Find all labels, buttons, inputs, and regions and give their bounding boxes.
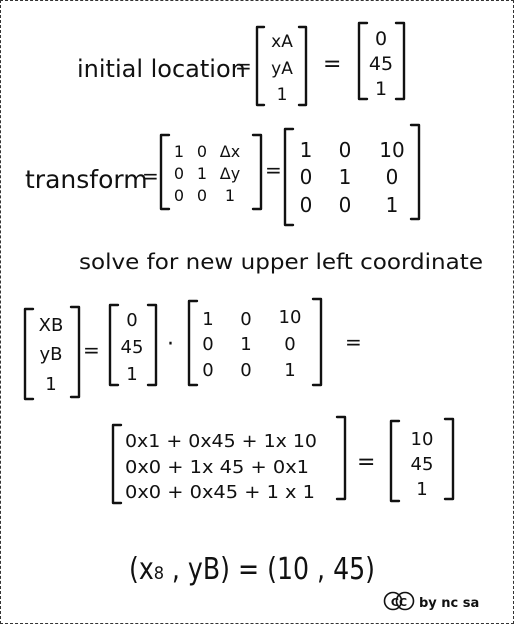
instruction-text: solve for new upper left coordinate — [79, 250, 483, 274]
matrix-entry: 1 — [197, 164, 207, 183]
vector-entry: XB — [39, 315, 64, 336]
result-entry: 1 — [416, 479, 427, 500]
matrix-entry: 1 — [240, 334, 251, 355]
right-bracket — [443, 417, 455, 501]
vector-entry: 1 — [277, 85, 288, 105]
matrix-entry: 1 — [339, 165, 352, 189]
cc-circle-icon — [395, 591, 415, 611]
equals-sign: = — [83, 338, 100, 362]
matrix-entry: 1 — [202, 309, 213, 330]
right-bracket — [251, 133, 263, 211]
right-bracket — [311, 297, 323, 387]
expansion-row: 0x1 + 0x45 + 1x 10 — [125, 431, 317, 452]
vector-entry: 0 — [126, 310, 137, 331]
initial-location-label: initial location — [77, 55, 246, 83]
equals-sign: = — [345, 330, 362, 354]
matrix-entry: 0 — [386, 165, 399, 189]
vector-entry: yA — [271, 59, 293, 79]
matrix-entry: 0 — [202, 334, 213, 355]
matrix-entry: 10 — [279, 307, 302, 328]
matrix-entry: 0 — [202, 360, 213, 381]
matrix-entry: 0 — [300, 193, 313, 217]
equals-sign: = — [265, 158, 282, 182]
vector-entry: 1 — [375, 78, 387, 100]
left-bracket — [111, 423, 123, 505]
matrix-entry: 0 — [339, 193, 352, 217]
right-bracket — [335, 415, 347, 501]
left-bracket — [389, 419, 401, 503]
equals-sign: = — [235, 54, 252, 78]
left-bracket — [108, 303, 120, 387]
equals-sign: = — [323, 52, 341, 77]
matrix-entry: 0 — [240, 360, 251, 381]
equals-sign: = — [357, 450, 375, 475]
matrix-entry: 0 — [339, 138, 352, 162]
final-result: (x₈ , yB) = (10 , 45) — [129, 552, 375, 587]
right-bracket — [409, 123, 421, 221]
license-text: by nc sa — [419, 596, 479, 611]
vector-entry: xA — [271, 32, 293, 52]
left-bracket — [283, 127, 295, 227]
cc-circle-icon — [383, 591, 403, 611]
right-bracket — [69, 305, 81, 399]
matrix-entry: 1 — [300, 138, 313, 162]
matrix-entry: 0 — [240, 309, 251, 330]
result-entry: 10 — [411, 429, 434, 450]
expansion-row: 0x0 + 1x 45 + 0x1 — [125, 457, 309, 478]
right-bracket — [297, 25, 308, 107]
vector-entry: 45 — [369, 53, 393, 75]
dot-operator: · — [167, 332, 174, 357]
left-bracket — [255, 25, 266, 107]
matrix-entry: 0 — [197, 186, 207, 205]
matrix-entry: 0 — [174, 186, 184, 205]
transform-label: transform — [25, 165, 148, 194]
matrix-entry: 0 — [284, 334, 295, 355]
cc-logo: CC — [391, 596, 407, 609]
vector-entry: 1 — [126, 364, 137, 385]
right-bracket — [394, 21, 406, 101]
vector-entry: yB — [39, 344, 62, 365]
right-bracket — [146, 303, 158, 387]
left-bracket — [187, 299, 199, 387]
matrix-entry: Δx — [220, 142, 240, 161]
result-entry: 45 — [411, 454, 434, 475]
vector-entry: 0 — [375, 28, 387, 50]
equals-sign: = — [142, 164, 159, 188]
matrix-entry: 1 — [174, 142, 184, 161]
matrix-entry: 1 — [386, 193, 399, 217]
matrix-entry: 1 — [225, 186, 235, 205]
matrix-entry: 0 — [174, 164, 184, 183]
left-bracket — [159, 133, 171, 211]
left-bracket — [23, 307, 35, 401]
vector-entry: 45 — [121, 337, 144, 358]
expansion-row: 0x0 + 0x45 + 1 x 1 — [125, 482, 315, 503]
matrix-entry: 10 — [379, 138, 404, 162]
matrix-entry: Δy — [220, 164, 240, 183]
vector-entry: 1 — [45, 374, 56, 395]
matrix-entry: 0 — [300, 165, 313, 189]
matrix-entry: 1 — [284, 360, 295, 381]
matrix-entry: 0 — [197, 142, 207, 161]
left-bracket — [357, 21, 369, 101]
